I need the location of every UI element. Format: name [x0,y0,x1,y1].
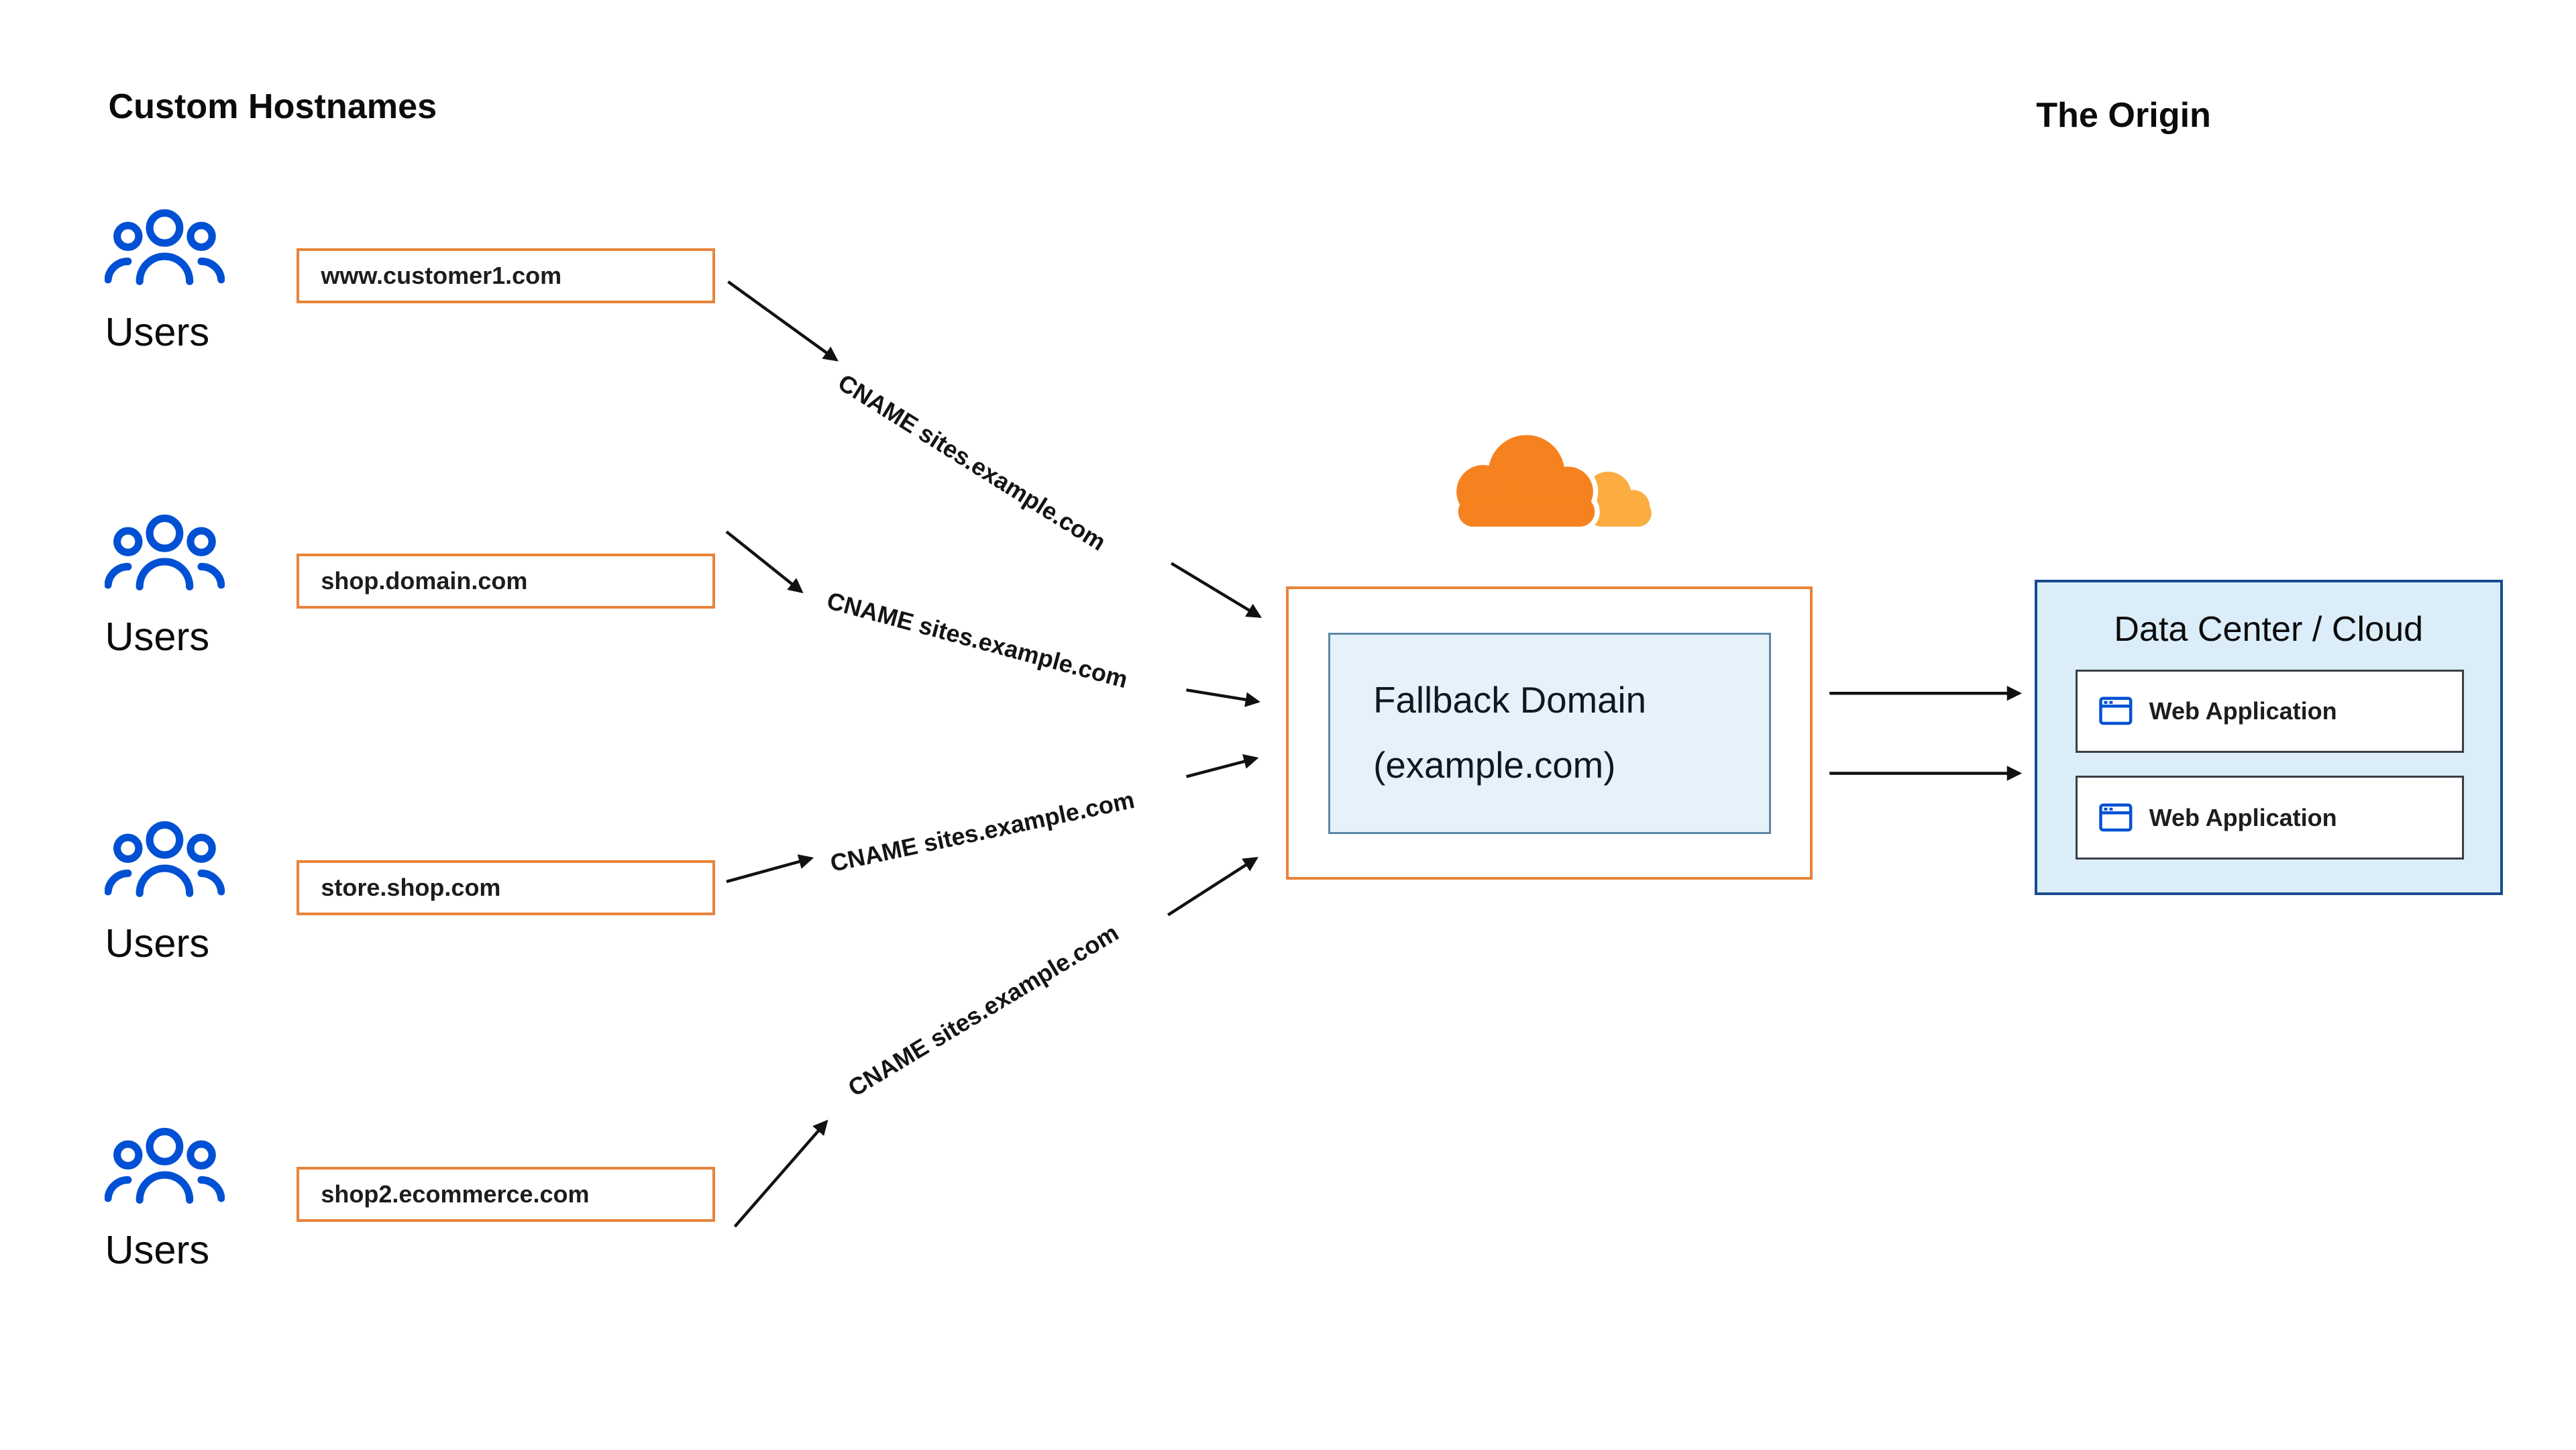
users-group-2: Users [104,513,255,660]
users-group-4: Users [104,1127,255,1273]
hostname-box-3: store.shop.com [297,860,715,915]
users-icon [104,514,225,590]
web-app-box-1: Web Application [2075,669,2464,753]
users-icon [104,821,225,897]
cloudflare-zone-box: Fallback Domain (example.com) [1286,586,1813,880]
users-label: Users [105,1227,210,1273]
hostname-text: www.customer1.com [321,262,562,290]
hostname-box-4: shop2.ecommerce.com [297,1166,715,1222]
users-group-1: Users [104,208,255,354]
hostname-text: shop2.ecommerce.com [321,1180,590,1208]
users-icon [104,1127,225,1204]
arrow-cname2-to-fallback [1186,688,1260,707]
arrow-host4-to-cname [733,1119,828,1228]
users-group-3: Users [104,820,255,966]
fallback-domain-box: Fallback Domain (example.com) [1328,632,1772,835]
hostname-text: shop.domain.com [321,566,528,594]
cname-label-3: CNAME sites.example.com [828,785,1138,877]
arrow-host2-to-cname [725,530,804,594]
data-center-box: Data Center / Cloud Web Application Web … [2034,580,2503,895]
arrow-host3-to-cname [726,854,814,884]
hostname-text: store.shop.com [321,873,501,901]
hostname-box-2: shop.domain.com [297,553,715,609]
users-label: Users [105,309,210,354]
cname-label-1: CNAME sites.example.com [833,368,1112,556]
arrow-cname3-to-fallback [1185,754,1259,778]
users-icon [104,209,225,286]
arrow-cname4-to-fallback [1167,857,1258,917]
users-label: Users [105,921,210,966]
fallback-domain-line1: Fallback Domain [1373,679,1646,721]
web-app-label: Web Application [2149,696,2337,725]
browser-window-icon [2099,803,2133,832]
data-center-title: Data Center / Cloud [2114,610,2424,650]
fallback-domain-line2: (example.com) [1373,744,1616,786]
cname-label-2: CNAME sites.example.com [824,586,1131,694]
cloudflare-logo [1451,429,1652,532]
origin-heading: The Origin [2036,95,2211,135]
arrow-host1-to-cname [727,280,839,362]
web-app-box-2: Web Application [2075,776,2464,860]
hostname-box-1: www.customer1.com [297,248,715,304]
browser-window-icon [2099,696,2133,725]
custom-hostnames-heading: Custom Hostnames [108,87,437,127]
cname-label-4: CNAME sites.example.com [843,918,1124,1102]
arrow-cname1-to-fallback [1170,562,1262,618]
users-label: Users [105,614,210,660]
web-app-label: Web Application [2149,803,2337,831]
